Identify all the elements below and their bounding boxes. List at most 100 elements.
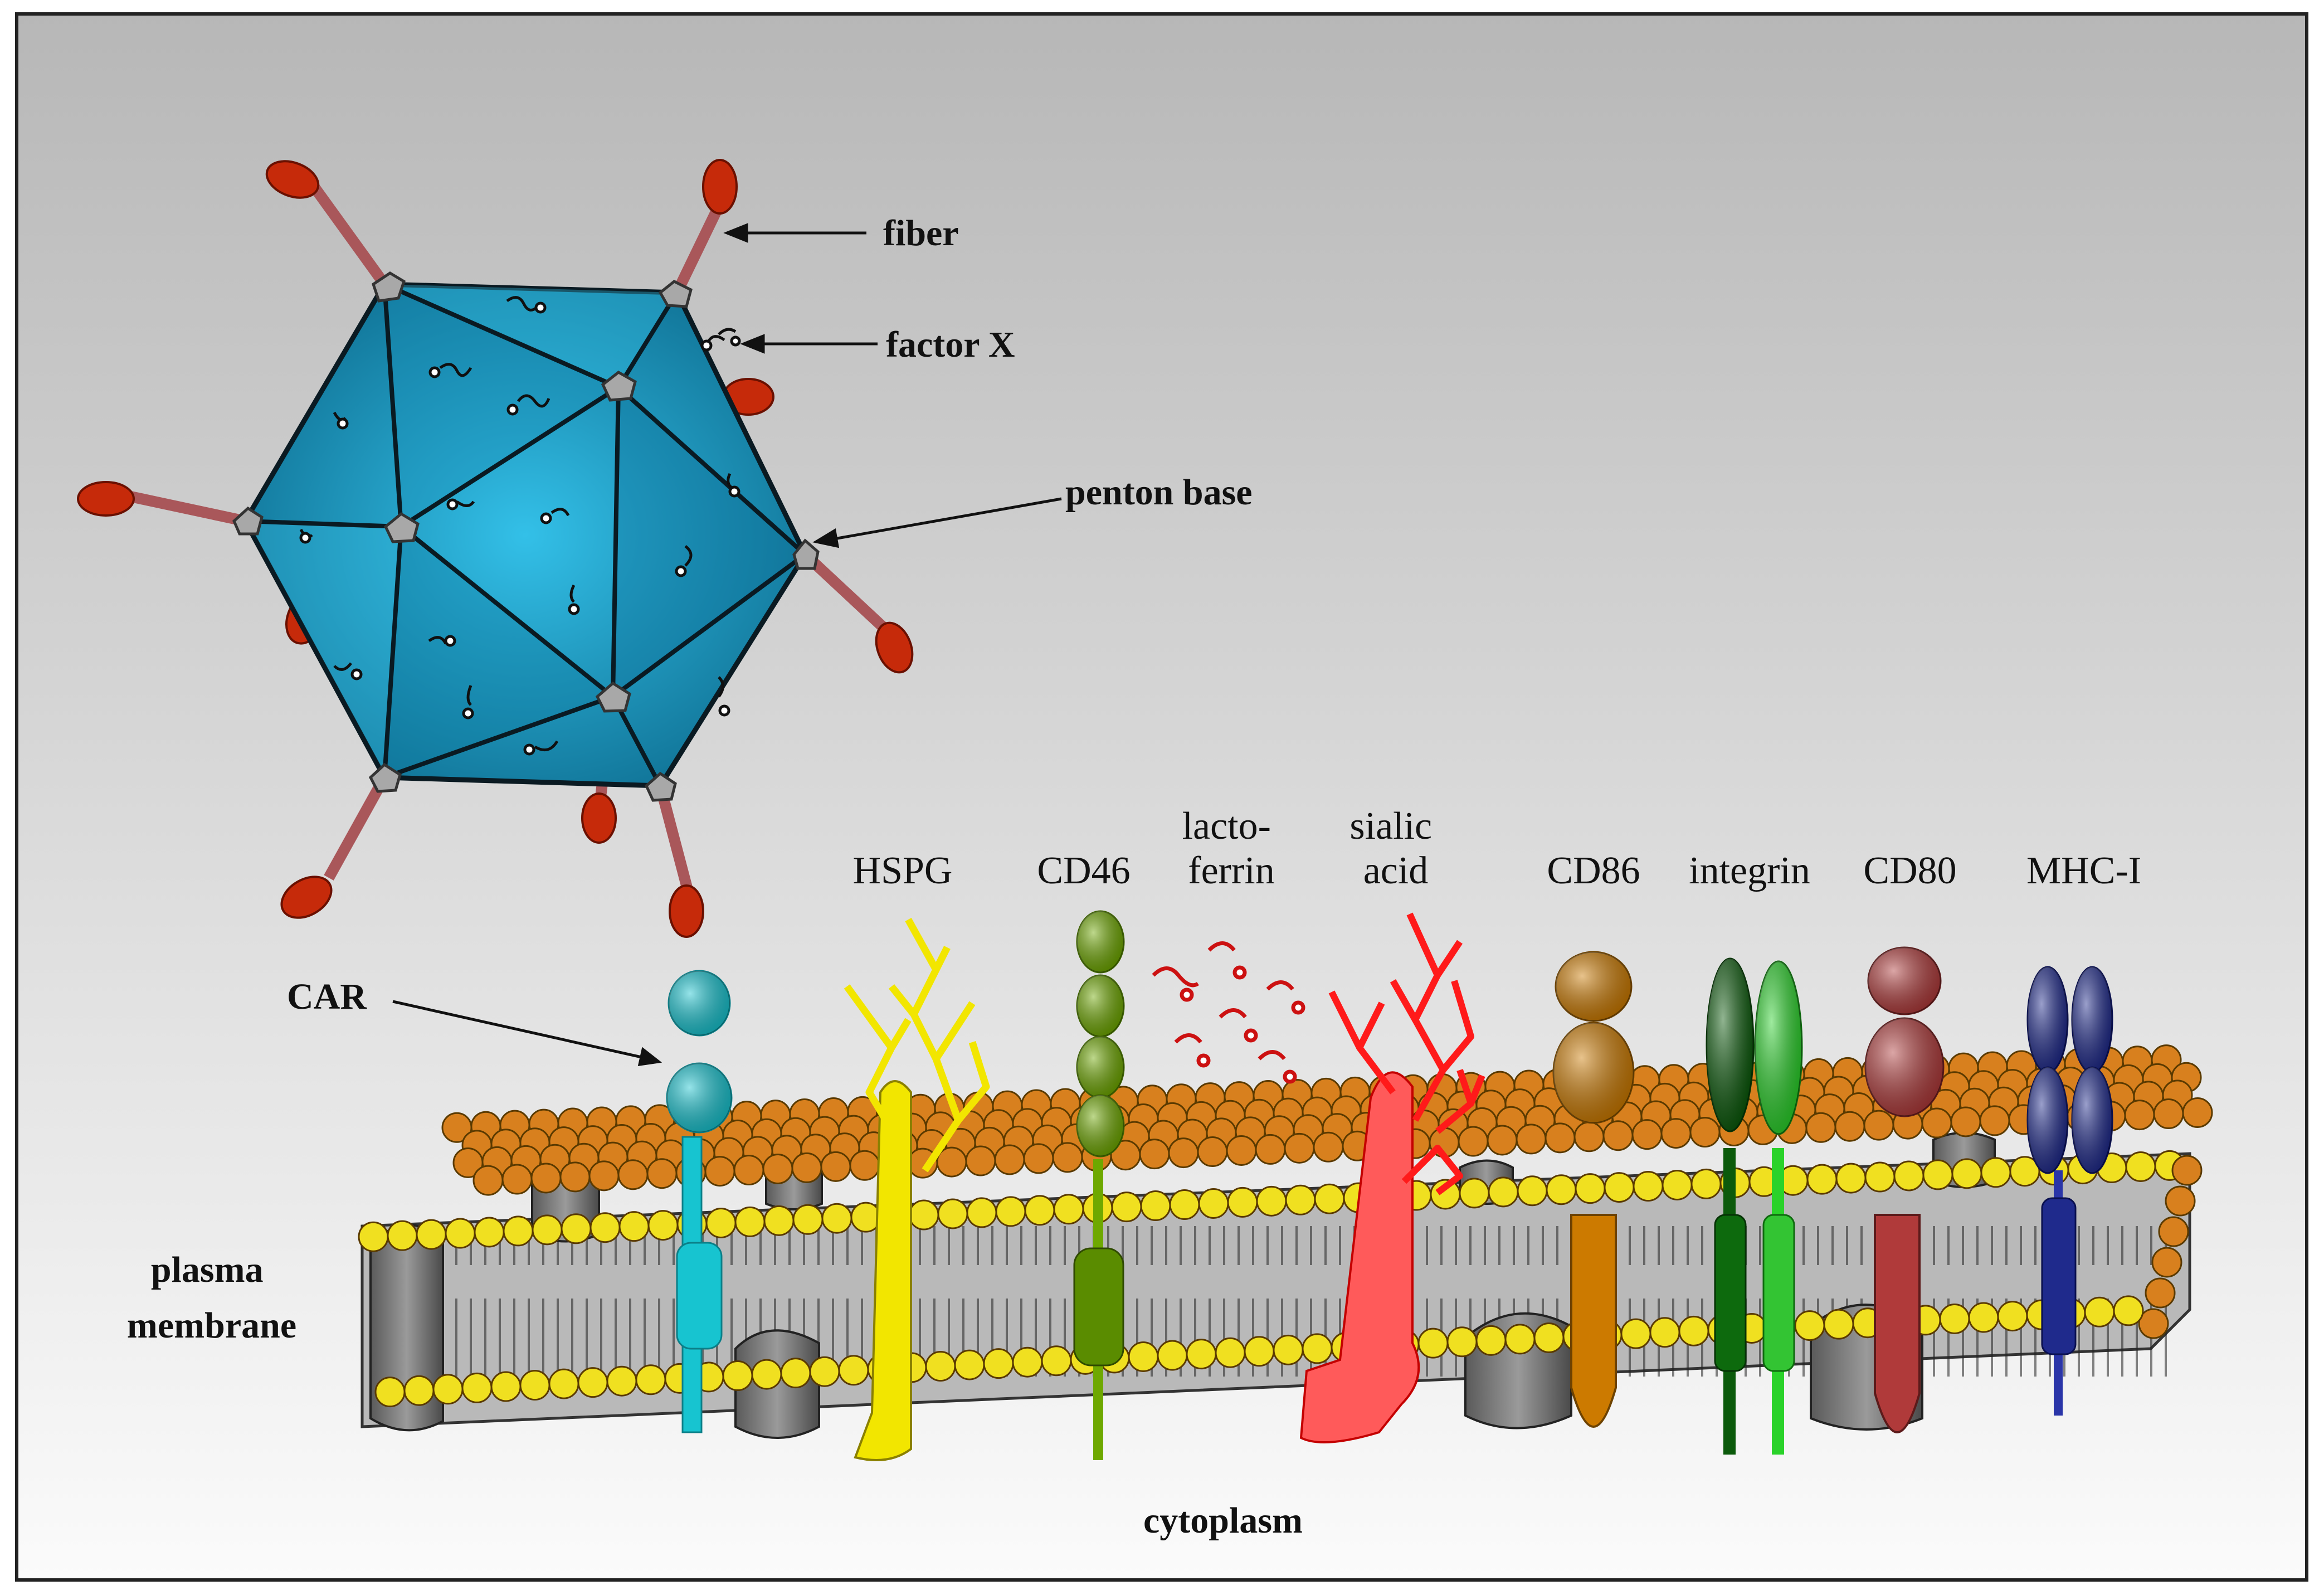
integrin-label: integrin [1689,849,1810,892]
lipid-head [908,1199,939,1231]
lipid-head [1660,1118,1692,1149]
cd46-receptor [1073,910,1125,1460]
lipid-head [1284,1132,1315,1164]
lipid-head [1545,1122,1576,1154]
lipid-head [1227,1186,1258,1218]
lipid-head [1504,1324,1536,1355]
lactoferrin-label: lacto- ferrin [1182,805,1281,892]
lipid-head [1950,1106,1981,1137]
lipid-head [849,1150,880,1181]
lipid-head [532,1214,563,1246]
lipid-head [780,1358,811,1389]
factor-x-label: factor X [886,324,1015,365]
capsid-face [384,284,618,527]
lipid-head [1604,1172,1635,1203]
outer-leaflet-lipid-heads [358,1044,2213,1339]
lipid-head [1458,1126,1489,1157]
lipid-head [1835,1163,1867,1194]
lipid-head [1140,1190,1171,1222]
lipid-head [1823,1309,1854,1340]
lipid-head [559,1161,591,1193]
penton-base [644,771,677,802]
lipid-head [1314,1183,1345,1214]
lipid-head [925,1350,956,1382]
lipid-head [1893,1160,1925,1192]
lipid-head [792,1204,824,1235]
lipid-head [1186,1339,1217,1370]
penton-base [595,681,631,713]
lipid-head [1806,1164,1838,1195]
capsid-face [613,387,805,697]
lipid-head [1256,1185,1287,1217]
lipid-head [2145,1277,2176,1309]
lipid-head [1678,1315,1709,1346]
penton-base [232,506,264,536]
fiber-knob [265,160,320,199]
lipid-head [1834,1111,1865,1142]
penton-base [368,762,402,793]
cd80-label: CD80 [1863,849,1956,892]
lipid-head [1980,1157,2011,1188]
fiber [801,550,890,634]
lipid-head [1041,1345,1072,1377]
fiber-knob [669,884,704,938]
lipid-head [646,1158,678,1189]
fiber [126,490,247,527]
lipid-head [704,1156,735,1187]
fiber-knob [581,792,617,844]
lipid-head [606,1365,637,1397]
lipid-head [589,1212,621,1243]
lipid-head [966,1197,997,1228]
lipid-head [1111,1192,1142,1223]
mhc-i-receptor [2026,966,2113,1416]
lipid-head [1487,1125,1518,1156]
lipid-head [647,1210,679,1241]
lipid-head [1139,1139,1170,1170]
cd80-receptor [1864,946,1945,1433]
lipid-head [588,1160,620,1192]
lipid-head [561,1213,592,1244]
lipid-head [530,1163,562,1194]
lipid-head [937,1198,968,1229]
lipid-head [1939,1303,1970,1334]
lipid-head [1157,1340,1188,1371]
lipid-head [1689,1117,1721,1148]
lipid-head [490,1371,522,1402]
lipid-head [1169,1189,1200,1220]
lipid-head [1922,1159,1953,1190]
lipid-head [1053,1194,1084,1225]
lipid-head [1023,1143,1054,1174]
lipid-head [2125,1151,2156,1182]
lipid-head [763,1205,795,1236]
penton-bases [232,271,820,802]
lipid-head [1863,1110,1894,1141]
lipid-head [618,1211,650,1242]
lipid-head [1864,1161,1896,1193]
lipid-head [1488,1176,1519,1208]
lipid-head [1012,1346,1043,1378]
adenovirus-capsid: fiber factor X penton base [77,159,1253,938]
car-arrow [392,1000,662,1067]
lipid-head [1690,1168,1722,1199]
lipid-head [2171,1155,2203,1186]
lipid-head [1459,1178,1490,1209]
lipid-head [705,1207,737,1238]
lipid-head [403,1375,435,1406]
fiber [307,181,389,288]
lipid-head [635,1364,666,1395]
lipid-head [791,1152,822,1183]
lipid-head [1302,1333,1333,1364]
lipid-head [1968,1302,1999,1333]
lipid-head [1313,1131,1344,1163]
lipid-head [1024,1195,1055,1226]
sialic-acid-label: sialic acid [1349,805,1441,892]
lipid-head [1516,1124,1547,1155]
cd46-label: CD46 [1037,849,1130,892]
lipid-head [1475,1325,1507,1356]
factor-x-molecules [299,296,741,756]
lipid-head [1244,1336,1275,1367]
lipid-head [995,1196,1026,1227]
lipid-head [519,1370,550,1401]
lipid-head [577,1367,608,1398]
